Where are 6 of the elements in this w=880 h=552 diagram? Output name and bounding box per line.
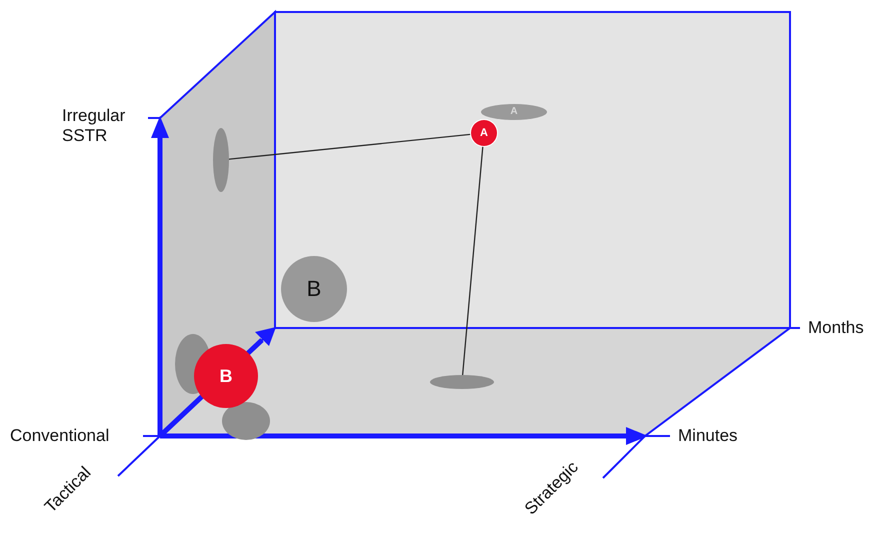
leader-line [462, 146, 484, 376]
axis-label: Conventional [10, 426, 110, 446]
leader-line [228, 134, 472, 160]
axis-label: Months [808, 318, 864, 338]
axis-label: Irregular SSTR [62, 106, 126, 146]
axis-label: Minutes [678, 426, 738, 446]
